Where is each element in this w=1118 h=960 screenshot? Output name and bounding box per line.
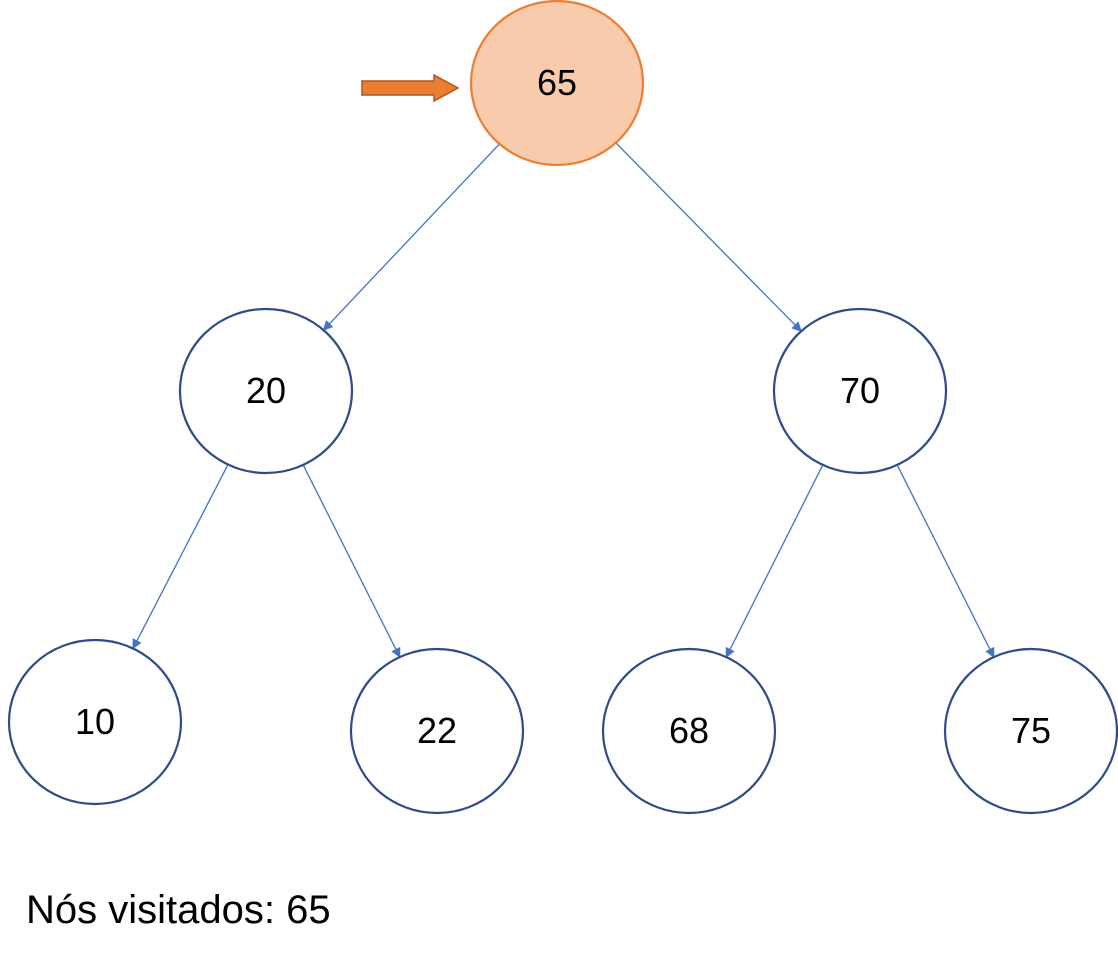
visited-nodes-label: Nós visitados: 65 [26, 888, 331, 932]
tree-node-75: 75 [943, 647, 1118, 815]
tree-node-label: 65 [537, 62, 577, 103]
edge-70-to-68 [725, 464, 824, 658]
edge-20-to-10 [132, 464, 229, 650]
tree-node-label: 75 [1011, 710, 1051, 751]
edge-20-to-22 [302, 464, 401, 658]
tree-node-label: 70 [840, 370, 880, 411]
edge-65-to-20 [322, 143, 500, 331]
tree-node-22: 22 [349, 647, 525, 815]
nodes-layer: 65 20 70 10 22 68 75 [7, 0, 1118, 815]
tree-node-circle [469, 0, 645, 167]
tree-node-label: 22 [417, 710, 457, 751]
tree-node-circle [943, 647, 1118, 815]
tree-node-20: 20 [178, 307, 354, 475]
edges-layer [132, 142, 995, 658]
tree-node-circle [7, 638, 183, 806]
tree-node-circle [601, 647, 777, 815]
pointer-arrow-icon [361, 73, 460, 103]
tree-node-68: 68 [601, 647, 777, 815]
tree-node-label: 68 [669, 710, 709, 751]
tree-node-70: 70 [772, 307, 948, 475]
tree-node-label: 20 [246, 370, 286, 411]
tree-node-circle [772, 307, 948, 475]
tree-node-65: 65 [469, 0, 645, 167]
edge-65-to-70 [615, 142, 802, 332]
pointer-arrow-shape [361, 73, 460, 103]
tree-node-circle [178, 307, 354, 475]
tree-node-label: 10 [75, 701, 115, 742]
tree-node-circle [349, 647, 525, 815]
edge-70-to-75 [896, 464, 995, 658]
tree-node-10: 10 [7, 638, 183, 806]
